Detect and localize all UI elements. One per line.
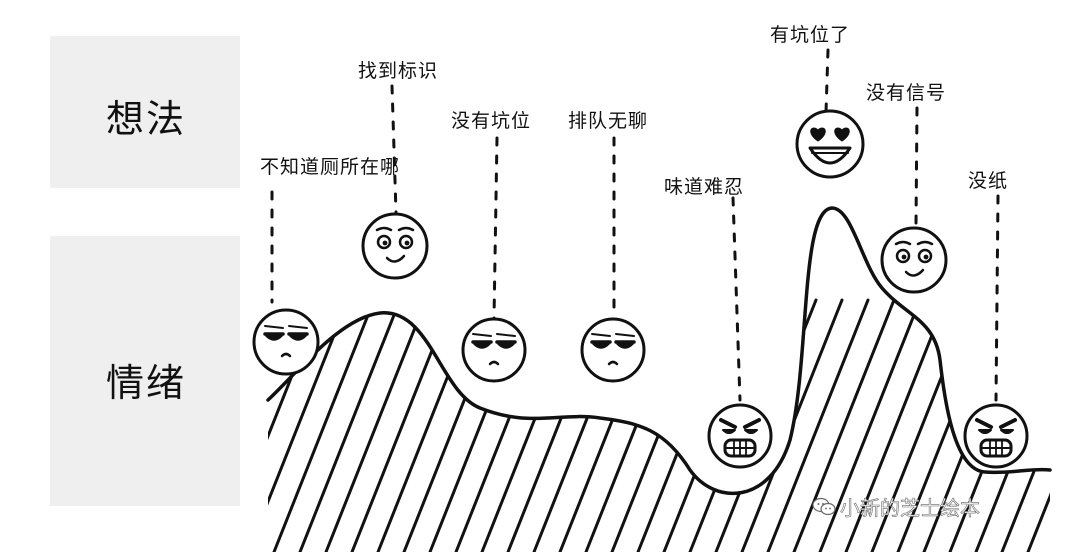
angry-face (963, 403, 1029, 469)
hatch-line (272, 298, 376, 552)
thought-label-3: 没有坑位 (451, 110, 532, 132)
leader-line-6 (824, 48, 830, 114)
watermark: 小新的芝士绘本 (812, 492, 980, 521)
annoyed-face (461, 317, 527, 383)
thought-label-5: 味道难忍 (664, 176, 745, 198)
annoyed-face (580, 317, 646, 383)
leader-line-5 (731, 196, 742, 402)
hatch-line (350, 298, 454, 552)
emotion-curve (266, 206, 1052, 495)
leader-line-3 (492, 136, 499, 320)
hatch-line (268, 298, 350, 552)
thought-label-7: 没有信号 (866, 82, 947, 104)
hatch-line (844, 298, 948, 552)
thought-label-8: 没纸 (968, 170, 1009, 192)
smile-face (361, 212, 429, 280)
heart-eyes-face (795, 109, 865, 179)
hatch-line (1026, 298, 1050, 552)
leader-lines (270, 48, 1000, 402)
leader-line-2 (390, 84, 398, 214)
hatch-line (792, 298, 896, 552)
thought-row-box (50, 36, 240, 188)
wechat-icon (812, 497, 836, 515)
annoyed-face (252, 308, 320, 376)
smile-face (880, 226, 948, 294)
hatch-line (1000, 298, 1050, 552)
thought-label-1: 不知道厕所在哪 (260, 156, 401, 178)
thought-label-4: 排队无聊 (568, 110, 649, 132)
hatch-line (298, 298, 402, 552)
thought-row-label: 想法 (106, 97, 187, 141)
thought-label-6: 有坑位了 (770, 24, 851, 46)
watermark-text: 小新的芝士绘本 (840, 496, 981, 521)
hatch-line (818, 298, 922, 552)
angry-face (707, 403, 773, 469)
thought-label-2: 找到标识 (358, 60, 439, 82)
emotion-row-box (50, 236, 240, 506)
hatch-line (324, 298, 428, 552)
leader-line-7 (914, 106, 919, 226)
leader-line-8 (994, 194, 1000, 402)
emotion-row-label: 情绪 (106, 361, 187, 405)
hatch-line (376, 298, 480, 552)
hatch-line (766, 298, 870, 552)
